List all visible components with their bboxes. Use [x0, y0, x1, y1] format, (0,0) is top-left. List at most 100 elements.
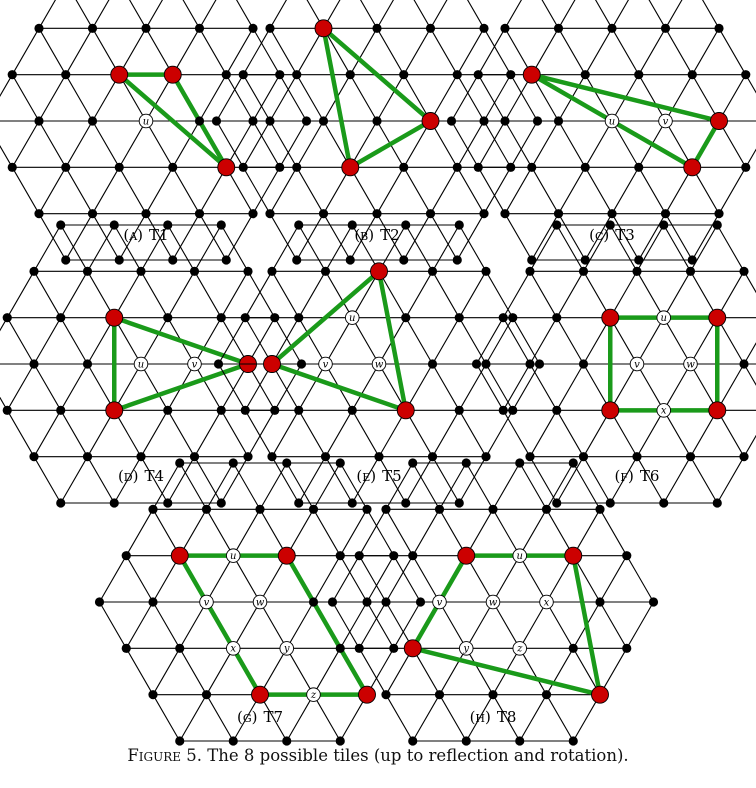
lattice-edge	[269, 213, 298, 261]
black-vertex	[714, 23, 724, 33]
black-vertex	[248, 23, 258, 33]
lattice-edge	[405, 271, 433, 318]
lattice-edge	[33, 317, 62, 365]
lattice-edge	[298, 317, 326, 365]
black-vertex	[175, 643, 185, 653]
lattice-edge	[179, 601, 207, 649]
lattice-edge	[199, 28, 227, 75]
lattice-edge	[140, 317, 169, 365]
black-vertex	[580, 70, 590, 80]
interior-vertex-u	[138, 113, 154, 129]
black-vertex	[2, 405, 12, 415]
lattice-edge	[451, 120, 479, 168]
black-vertex	[553, 23, 564, 33]
lattice-edge	[332, 601, 360, 649]
lattice-edge	[252, 74, 281, 122]
lattice-edge	[456, 120, 485, 168]
black-vertex	[292, 162, 302, 172]
lattice-edge	[92, 120, 120, 168]
lattice-edge	[118, 213, 147, 261]
lattice-edge	[339, 462, 368, 510]
lattice-edge	[716, 456, 745, 504]
black-vertex	[34, 116, 44, 126]
lattice-edge	[572, 462, 601, 510]
lattice-edge	[194, 410, 222, 457]
interior-vertex-z	[512, 641, 528, 656]
black-vertex	[401, 313, 411, 323]
lattice-edge	[432, 271, 460, 318]
red-vertex	[708, 401, 727, 420]
lattice-edge	[636, 456, 665, 504]
black-vertex	[362, 504, 372, 514]
black-vertex	[401, 220, 411, 230]
lattice-edge	[225, 28, 254, 75]
lattice-edge	[393, 555, 421, 603]
lattice-edge	[546, 462, 574, 510]
lattice-edge	[358, 509, 387, 556]
lattice-edge	[366, 555, 395, 603]
lattice-edge	[609, 224, 638, 272]
lattice-edge	[716, 224, 745, 272]
vertex-label: u	[230, 551, 236, 562]
black-vertex	[354, 643, 364, 653]
lattice-edge	[325, 224, 353, 272]
lattice-edge	[611, 28, 640, 75]
red-vertex	[403, 639, 422, 658]
lattice-edge	[259, 601, 288, 649]
lattice-edge	[403, 28, 431, 75]
lattice-edge	[225, 213, 254, 261]
lattice-edge	[38, 74, 67, 122]
lattice-edge	[531, 213, 559, 261]
lattice-edge	[323, 213, 351, 261]
black-vertex	[248, 209, 258, 219]
red-vertex	[217, 158, 236, 177]
lattice-edge	[626, 555, 654, 603]
lattice-edge	[339, 601, 368, 649]
lattice-edge	[296, 213, 324, 261]
lattice-edge	[743, 342, 756, 365]
lattice-edge	[244, 410, 273, 457]
lattice-edge	[510, 74, 538, 122]
black-vertex	[347, 405, 357, 415]
lattice-edge	[366, 509, 395, 556]
black-vertex	[578, 359, 589, 369]
black-vertex	[454, 405, 464, 415]
lattice-edge	[296, 120, 324, 168]
lattice-edge	[182, 0, 200, 29]
lattice-edge	[220, 271, 249, 318]
black-vertex	[374, 452, 384, 462]
lattice-edge	[38, 120, 67, 168]
tile-caption-sub: (h)	[470, 708, 491, 726]
tile-outline	[320, 22, 435, 171]
lattice-edge	[358, 555, 387, 603]
black-vertex	[282, 736, 292, 746]
black-vertex	[345, 255, 355, 265]
lattice-edge	[556, 410, 584, 457]
red-vertex	[314, 19, 333, 38]
black-vertex	[335, 458, 345, 468]
black-vertex	[427, 452, 438, 462]
red-vertex	[601, 401, 620, 420]
black-vertex	[471, 359, 482, 369]
vertex-label: w	[375, 359, 384, 370]
lattice-edge	[325, 456, 353, 504]
lattice-edge	[376, 0, 394, 29]
lattice-edge	[663, 271, 691, 318]
black-vertex	[712, 498, 722, 508]
red-vertex	[370, 262, 388, 281]
lattice-edge	[458, 363, 487, 411]
lattice-edge	[271, 271, 300, 318]
tile-caption: (g)T7	[237, 708, 283, 726]
tile-caption-name: T1	[149, 226, 169, 244]
lattice-edge	[458, 224, 487, 272]
lattice-edge	[242, 28, 271, 75]
black-vertex	[500, 209, 510, 219]
black-vertex	[481, 266, 491, 276]
tile-caption-name: T4	[144, 467, 164, 485]
black-vertex	[148, 690, 158, 700]
black-vertex	[34, 23, 44, 33]
lattice-edge	[432, 317, 460, 365]
